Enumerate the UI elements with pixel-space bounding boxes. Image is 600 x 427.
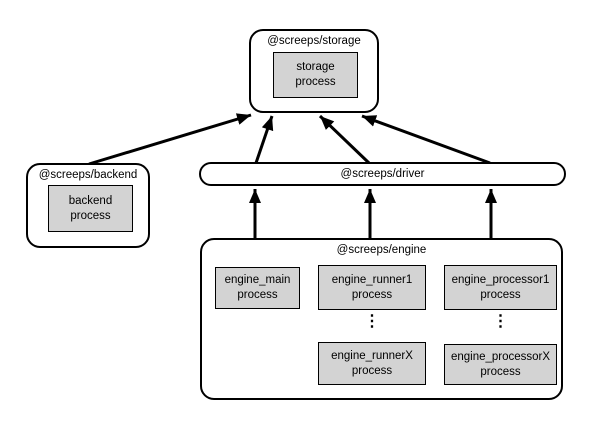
storage-label: @screeps/storage xyxy=(267,35,361,47)
engine-main-process-box: engine_main process xyxy=(215,267,300,309)
engine-runner1-process-box: engine_runner1 process xyxy=(318,265,426,310)
node-backend: @screeps/backend backend process xyxy=(26,163,150,248)
backend-process-box: backend process xyxy=(48,185,133,232)
vertical-ellipsis-icon: ⋮ xyxy=(364,313,380,330)
arrow-driver-to-storage-2 xyxy=(318,114,371,165)
engine-runnerX-process-box: engine_runnerX process xyxy=(318,342,426,385)
driver-label: @screeps/driver xyxy=(340,168,425,180)
arrow-driver-to-storage-1 xyxy=(254,115,274,164)
storage-process-box: storage process xyxy=(273,52,358,98)
arrow-backend-to-storage xyxy=(88,113,252,166)
backend-label: @screeps/backend xyxy=(38,169,138,181)
engine-processorX-process-box: engine_processorX process xyxy=(444,344,557,385)
vertical-ellipsis-icon: ⋮ xyxy=(492,313,509,330)
arrow-driver-to-storage-3 xyxy=(361,114,491,165)
node-engine: @screeps/engine engine_main process engi… xyxy=(200,238,563,400)
node-driver: @screeps/driver xyxy=(199,162,566,186)
engine-label: @screeps/engine xyxy=(336,244,427,256)
engine-processor1-process-box: engine_processor1 process xyxy=(444,265,557,310)
node-storage: @screeps/storage storage process xyxy=(249,29,379,113)
